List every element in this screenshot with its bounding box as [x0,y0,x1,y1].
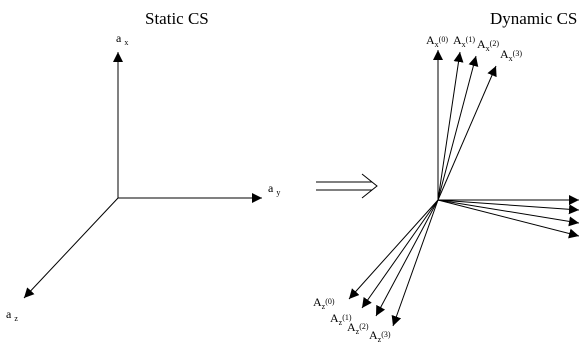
dynamic-z-label-0-idx: (0) [325,297,335,306]
static-z-label-main: a [6,307,12,321]
static-z-label-sub: z [14,314,18,323]
dynamic-y-axis-2 [437,199,579,227]
dynamic-z-label-1-idx: (1) [342,313,352,322]
static-y-label: a y [268,181,280,197]
dynamic-z-label-3: Az(3) [369,328,391,344]
dynamic-x-label-2-idx: (2) [490,39,500,48]
dynamic-x-label-3: Ax(3) [500,47,522,63]
static-x-label-main: a [116,31,122,45]
dynamic-x-label-0-main: A [426,33,435,47]
dynamic-z-axis-0 [348,199,439,300]
dynamic-x-label-2-sub: x [486,44,490,53]
dynamic-z-label-2: Az(2) [347,320,369,336]
dynamic-z-label-0-sub: z [322,302,326,311]
dynamic-z-label-3-main: A [369,328,378,342]
dynamic-x-label-3-main: A [500,47,509,61]
dynamic-x-label-2: Ax(2) [477,37,499,53]
dynamic-z-label-0: Az(0) [313,295,335,311]
dynamic-z-label-1-sub: z [339,318,343,327]
dynamic-y-axis-1 [437,199,579,215]
dynamic-z-label-1-main: A [330,311,339,325]
static-cs-title: Static CS [145,9,209,28]
dynamic-x-label-1-idx: (1) [466,35,476,44]
dynamic-z-label-1: Az(1) [330,311,352,327]
dynamic-z-label-2-main: A [347,320,356,334]
static-y-label-main: a [268,181,274,195]
dynamic-x-label-3-sub: x [509,54,513,63]
dynamic-x-label-0-idx: (0) [439,35,449,44]
dynamic-z-label-3-sub: z [378,335,382,344]
static-z-axis [23,197,119,299]
dynamic-x-axis-1 [437,51,464,201]
dynamic-z-axis-3 [391,199,439,327]
dynamic-x-label-0-sub: x [435,40,439,49]
dynamic-y-axis-3 [437,199,579,239]
transition-chevron [361,173,378,199]
static-x-label: a x [116,31,128,47]
static-x-label-sub: x [124,38,128,47]
static-z-label: a z [6,307,18,323]
dynamic-z-label-0-main: A [313,295,322,309]
dynamic-z-axis-2 [375,199,439,317]
dynamic-z-label-2-sub: z [356,327,360,336]
static-y-label-sub: y [276,188,280,197]
static-cs: Static CS a x a y a z [6,9,280,323]
dynamic-x-label-1-sub: x [462,40,466,49]
dynamic-x-label-0: Ax(0) [426,33,448,49]
dynamic-x-axis-2 [437,55,479,201]
dynamic-z-label-2-idx: (2) [359,322,369,331]
dynamic-cs: Dynamic CS Ax(0) Ax(1) Ax(2) Ax(3) [313,9,579,344]
dynamic-x-axis-3 [437,65,497,201]
dynamic-x-label-1-main: A [453,33,462,47]
dynamic-z-label-3-idx: (3) [381,330,391,339]
dynamic-x-label-3-idx: (3) [513,49,523,58]
dynamic-x-label-2-main: A [477,37,486,51]
dynamic-x-label-1: Ax(1) [453,33,475,49]
transition-double-arrow [316,173,378,199]
dynamic-z-axis-1 [361,199,439,309]
dynamic-cs-title: Dynamic CS [490,9,577,28]
